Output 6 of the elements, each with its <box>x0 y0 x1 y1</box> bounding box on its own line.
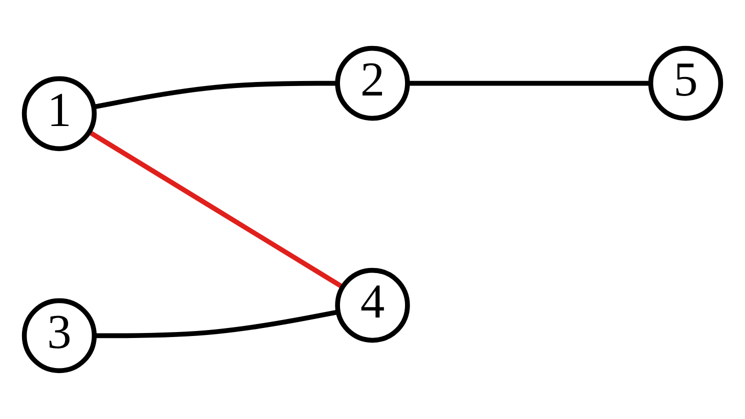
node-circle: 5 <box>648 46 724 121</box>
node-circle: 3 <box>22 298 97 374</box>
node-circle: 2 <box>335 46 410 121</box>
node-circle: 1 <box>22 76 97 152</box>
node-circle: 4 <box>335 268 410 343</box>
connector <box>88 130 344 290</box>
